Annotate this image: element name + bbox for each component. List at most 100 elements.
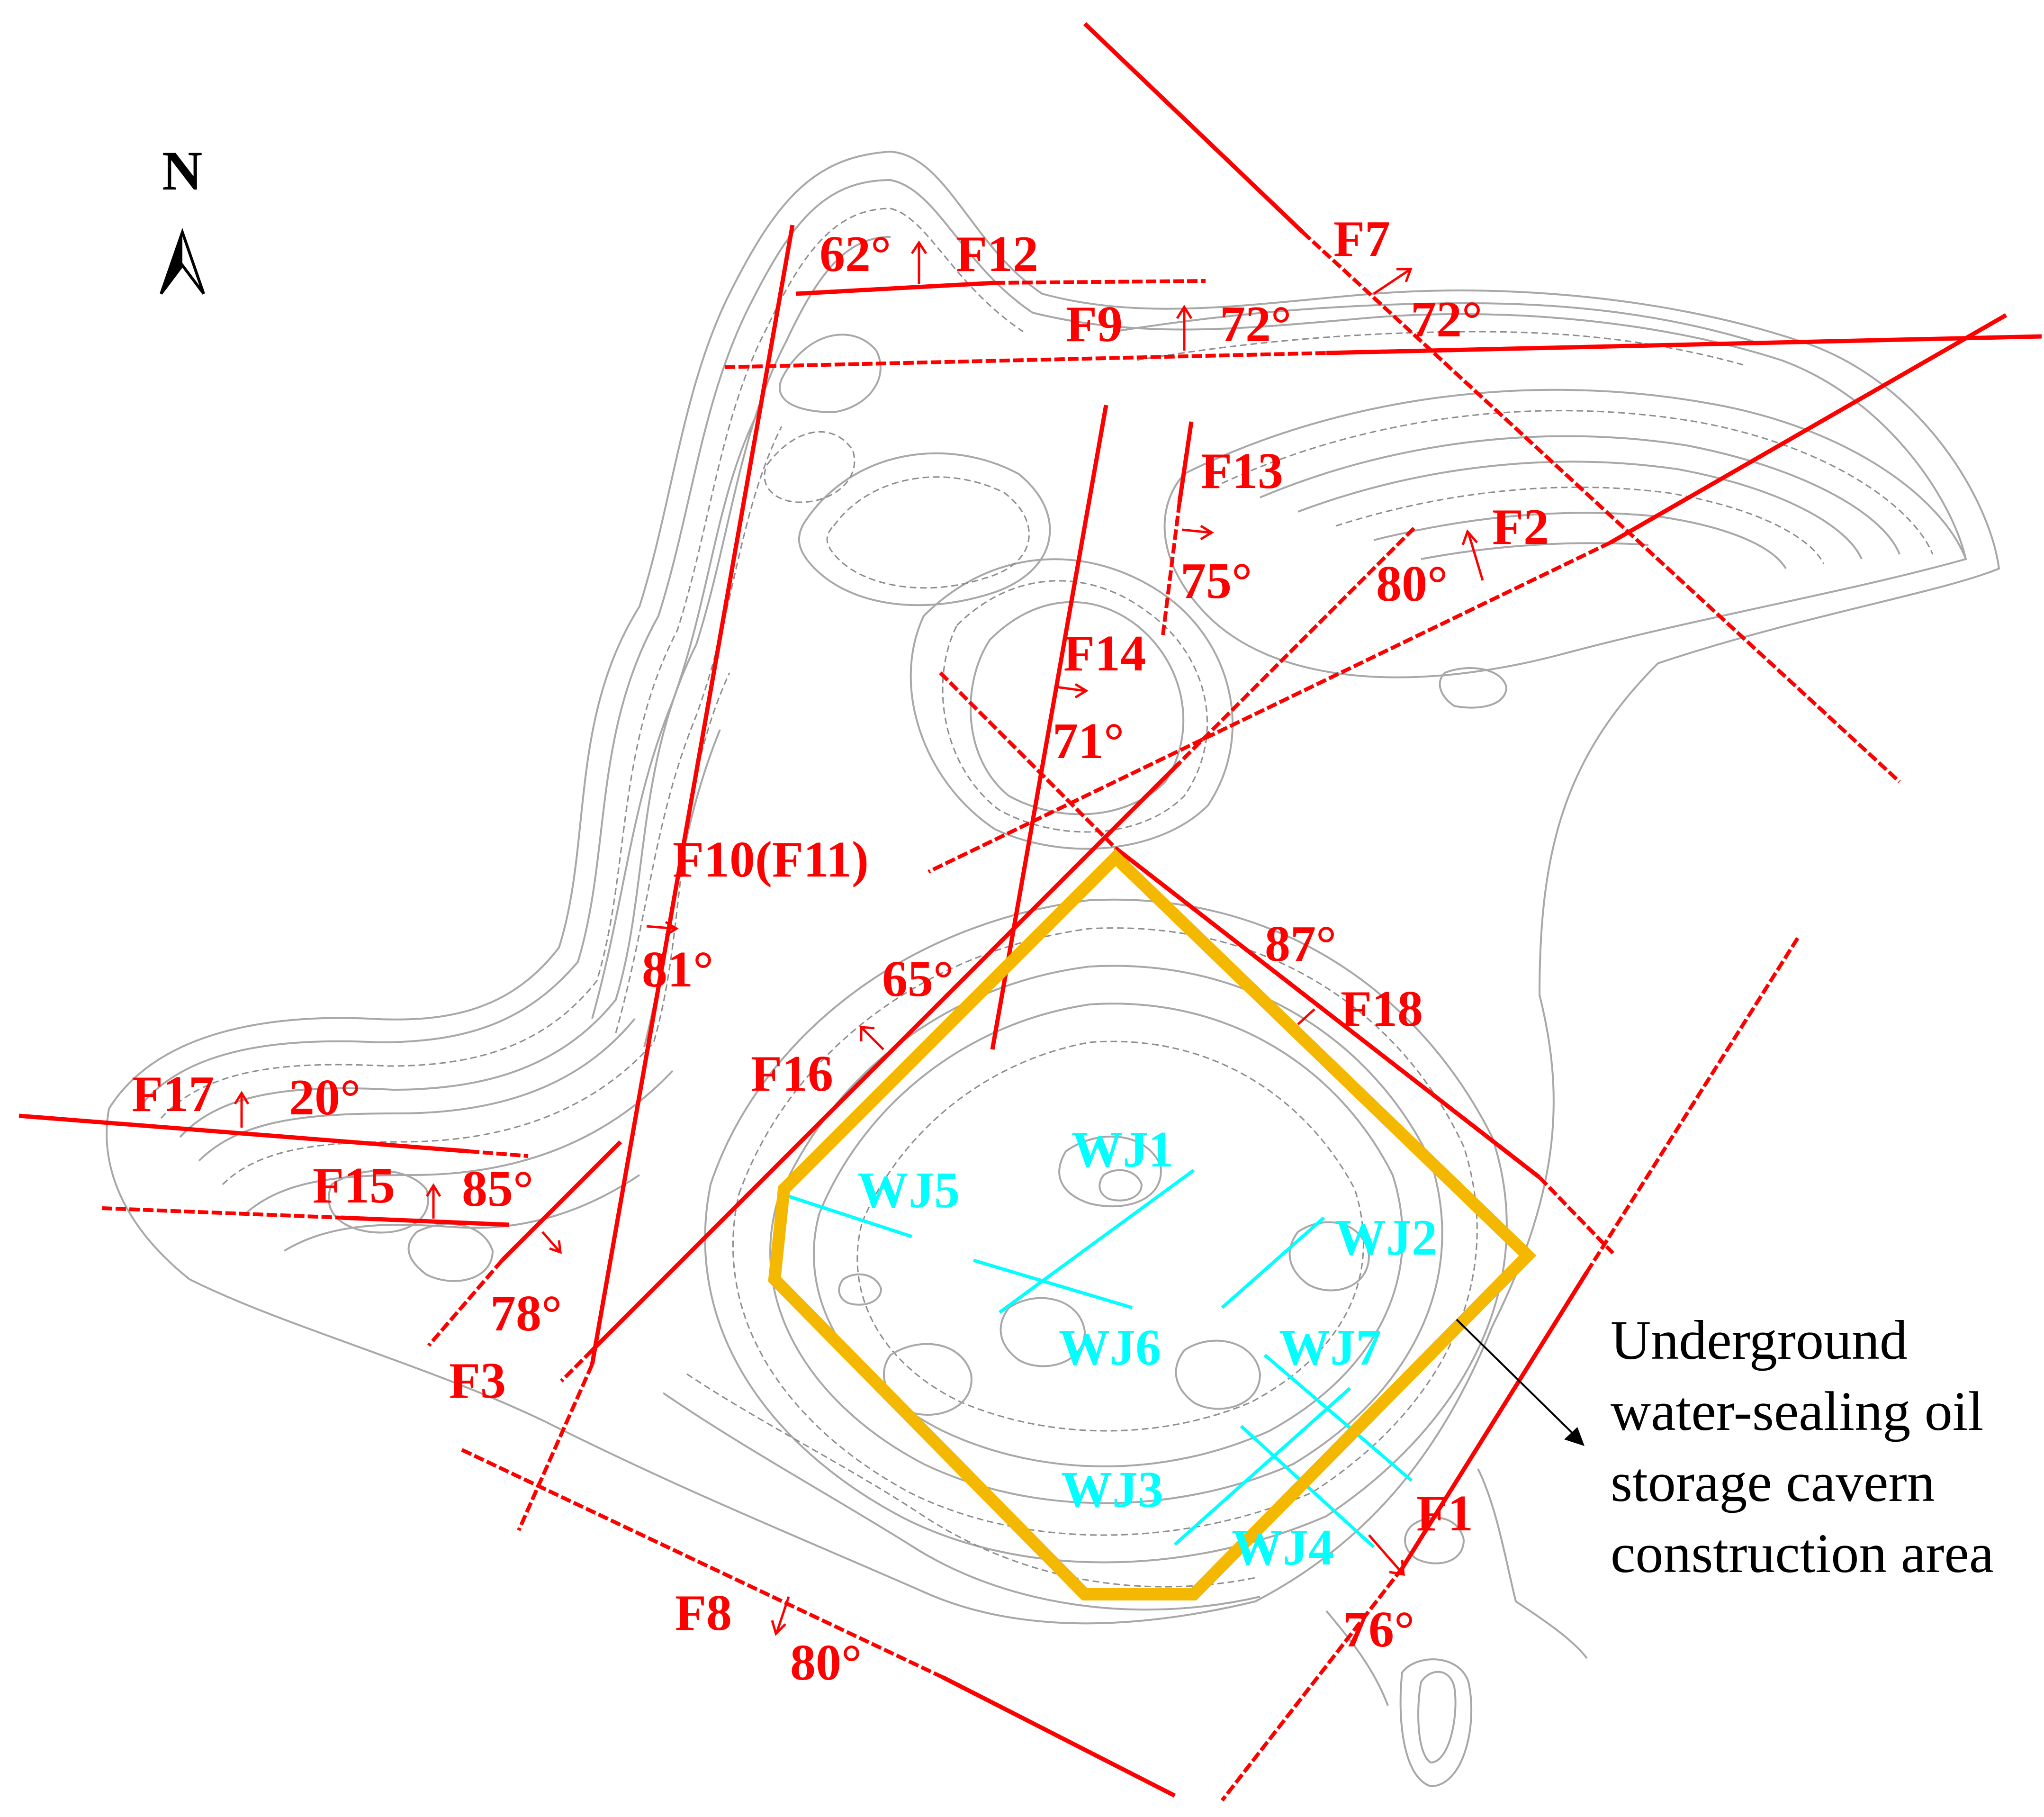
fault-F14 [990, 405, 1108, 1050]
dip-arrow-F15 [425, 1183, 441, 1219]
fault-F3-label: F3 [449, 1353, 506, 1409]
fault-F18-label: F18 [1341, 981, 1423, 1037]
fault-F9-dip: 72° [1220, 296, 1291, 353]
joint-WJ6-line [972, 1258, 1133, 1310]
fault-F15-solid [341, 1215, 510, 1227]
fault-F18-dashed-2 [1538, 1176, 1614, 1255]
dip-arrow-F7 [1373, 268, 1413, 295]
dip-arrow-F9 [1176, 305, 1193, 351]
dip-arrow-F12 [910, 240, 927, 284]
fault-F2-label: F2 [1492, 499, 1549, 555]
fault-F17-dip: 20° [289, 1069, 360, 1126]
fault-F7-dip: 72° [1411, 291, 1482, 348]
fault-F10-dashed [517, 1364, 594, 1531]
fault-F2-branch-dashed [1178, 527, 1415, 764]
dip-arrow-F8 [771, 1596, 790, 1636]
fault-F1-solid [1400, 1271, 1589, 1570]
fault-F2-dip: 80° [1376, 556, 1448, 612]
fault-F8-solid [941, 1675, 1176, 1798]
joint-WJ1-line [998, 1169, 1195, 1314]
fault-F10-solid [590, 225, 795, 1365]
dip-arrow-F1 [1368, 1534, 1405, 1576]
callout-arrowhead [1564, 1427, 1585, 1446]
joint-WJ1-label: WJ1 [1072, 1121, 1174, 1178]
fault-F12-dashed [994, 279, 1206, 285]
dip-arrow-F16 [860, 1026, 884, 1050]
dip-arrow-F13 [1181, 524, 1214, 541]
fault-F18-solid [1114, 846, 1541, 1179]
fault-F13-dip: 75° [1180, 553, 1252, 609]
fault-F14-label: F14 [1063, 625, 1146, 682]
fault-F2-dashed [927, 541, 1612, 874]
joint-WJ7-line [1263, 1354, 1413, 1482]
dip-arrow-F2 [1461, 529, 1484, 581]
fault-F3-dip: 78° [490, 1285, 562, 1342]
joint-WJ5-label: WJ5 [857, 1162, 960, 1219]
joint-WJ3-line [1173, 1387, 1351, 1546]
fault-F16-label: F16 [751, 1046, 833, 1102]
fault-F15-dip: 85° [462, 1161, 533, 1217]
fault-F7-label: F7 [1333, 211, 1390, 267]
fault-F1-dashed-2 [1220, 1567, 1404, 1802]
fault-F17-dashed [468, 1149, 529, 1158]
fault-F3-dashed [427, 1259, 504, 1347]
fault-F16-dip: 65° [882, 951, 954, 1007]
dip-arrow-F18 [1297, 1008, 1315, 1025]
fault-F12-label: F12 [956, 226, 1038, 282]
joint-WJ3-label: WJ3 [1061, 1462, 1163, 1518]
fault-F2-solid [1609, 313, 2008, 544]
joint-WJ4-label: WJ4 [1232, 1519, 1334, 1576]
fault-labels: 62° F12 F7 72° F9 72° F13 75° F2 80° F14… [132, 211, 1549, 1691]
north-label: N [162, 140, 202, 202]
fault-F13-dashed [1161, 502, 1181, 635]
joint-WJ2-line [1221, 1216, 1325, 1309]
callout-arrow-line [1456, 1319, 1578, 1439]
fault-F8-dashed [461, 1448, 944, 1679]
fault-F13-label: F13 [1201, 443, 1283, 499]
fault-F1-dip: 76° [1343, 1601, 1414, 1658]
joint-WJ5-line [788, 1194, 913, 1238]
dip-arrow-F17 [234, 1091, 250, 1128]
fault-F7-dashed [1301, 231, 1901, 783]
dip-arrow-F10 [646, 921, 679, 937]
north-arrow: N [160, 140, 205, 295]
fault-F13-solid [1177, 421, 1194, 503]
joint-WJ7-label: WJ7 [1279, 1320, 1381, 1376]
fault-F17-solid [18, 1113, 469, 1154]
joint-WJ6-label: WJ6 [1059, 1320, 1161, 1376]
fault-F18-dashed [939, 671, 1117, 850]
fault-F18-dip: 87° [1265, 916, 1336, 972]
joint-WJ2-label: WJ2 [1335, 1210, 1437, 1266]
fault-F7-solid [1083, 22, 1305, 234]
fault-F8-dip: 80° [790, 1635, 862, 1691]
fault-F3-solid [500, 1140, 622, 1262]
area-label-line-2: water-sealing oil [1611, 1380, 1983, 1442]
area-label-line-4: construction area [1611, 1522, 1994, 1584]
fault-F12-dip: 62° [819, 226, 891, 282]
fault-F9-solid [1326, 334, 2042, 355]
area-label-line-1: Underground [1611, 1309, 1908, 1371]
fault-F1-dashed [1585, 937, 1800, 1274]
construction-area-callout: Underground water-sealing oil storage ca… [1456, 1309, 1994, 1584]
fault-F15-label: F15 [313, 1157, 395, 1214]
construction-area-outline [768, 849, 1537, 1600]
fault-F1-label: F1 [1416, 1485, 1473, 1542]
fault-F17-label: F17 [132, 1066, 214, 1122]
fault-F16-solid [590, 761, 1181, 1352]
dip-arrow-F3 [541, 1231, 562, 1254]
fault-F14-dip: 71° [1053, 713, 1124, 769]
area-label-line-3: storage cavern [1611, 1451, 1935, 1513]
fault-F15-dashed [101, 1206, 342, 1220]
fault-F9-label: F9 [1066, 296, 1123, 353]
fault-F8-label: F8 [675, 1585, 732, 1641]
fault-lines [18, 22, 2042, 1802]
water-joints [788, 1169, 1413, 1548]
dip-arrows [234, 240, 1484, 1636]
dip-arrow-F14 [1056, 683, 1089, 699]
fault-F10-label: F10(F11) [673, 832, 869, 888]
fault-F16-dashed [560, 1349, 594, 1383]
fault-F10-dip: 81° [642, 941, 713, 998]
fault-F9-dashed [724, 351, 1327, 369]
joint-labels: WJ1 WJ5 WJ2 WJ6 WJ7 WJ3 WJ4 [857, 1121, 1437, 1576]
